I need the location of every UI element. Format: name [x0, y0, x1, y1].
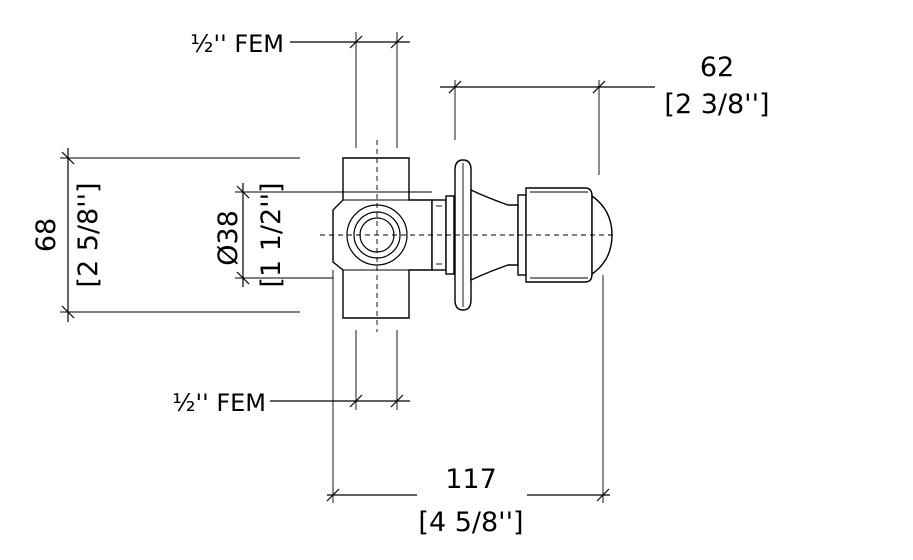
height-mm-label: 68 — [31, 218, 62, 252]
valve-body — [332, 157, 433, 319]
fem-bottom-label: ½'' FEM — [172, 389, 266, 417]
fem-top-label: ½'' FEM — [190, 30, 284, 58]
dimension-diameter: Ø38 [1 1/2''] — [213, 182, 432, 288]
width-in-label: [4 5/8''] — [418, 507, 523, 538]
escutcheon-plate — [454, 159, 472, 311]
depth-in-label: [2 3/8''] — [664, 89, 769, 120]
depth-mm-label: 62 — [700, 52, 734, 83]
dimension-fem-bottom: ½'' FEM — [172, 389, 410, 417]
dimension-width: 117 [4 5/8''] — [326, 270, 610, 538]
diameter-mm-label: Ø38 — [213, 210, 244, 266]
dimension-depth: 62 [2 3/8''] — [440, 52, 770, 175]
centerlines — [320, 140, 615, 332]
dimension-fem-top: ½'' FEM — [190, 30, 410, 58]
diameter-in-label: [1 1/2''] — [256, 182, 287, 287]
valve-body-outline — [332, 157, 433, 319]
pipe-extension-lines — [355, 32, 398, 410]
width-mm-label: 117 — [445, 464, 497, 495]
dimension-height: 68 [2 5/8''] — [31, 148, 300, 322]
height-in-label: [2 5/8''] — [73, 182, 104, 287]
